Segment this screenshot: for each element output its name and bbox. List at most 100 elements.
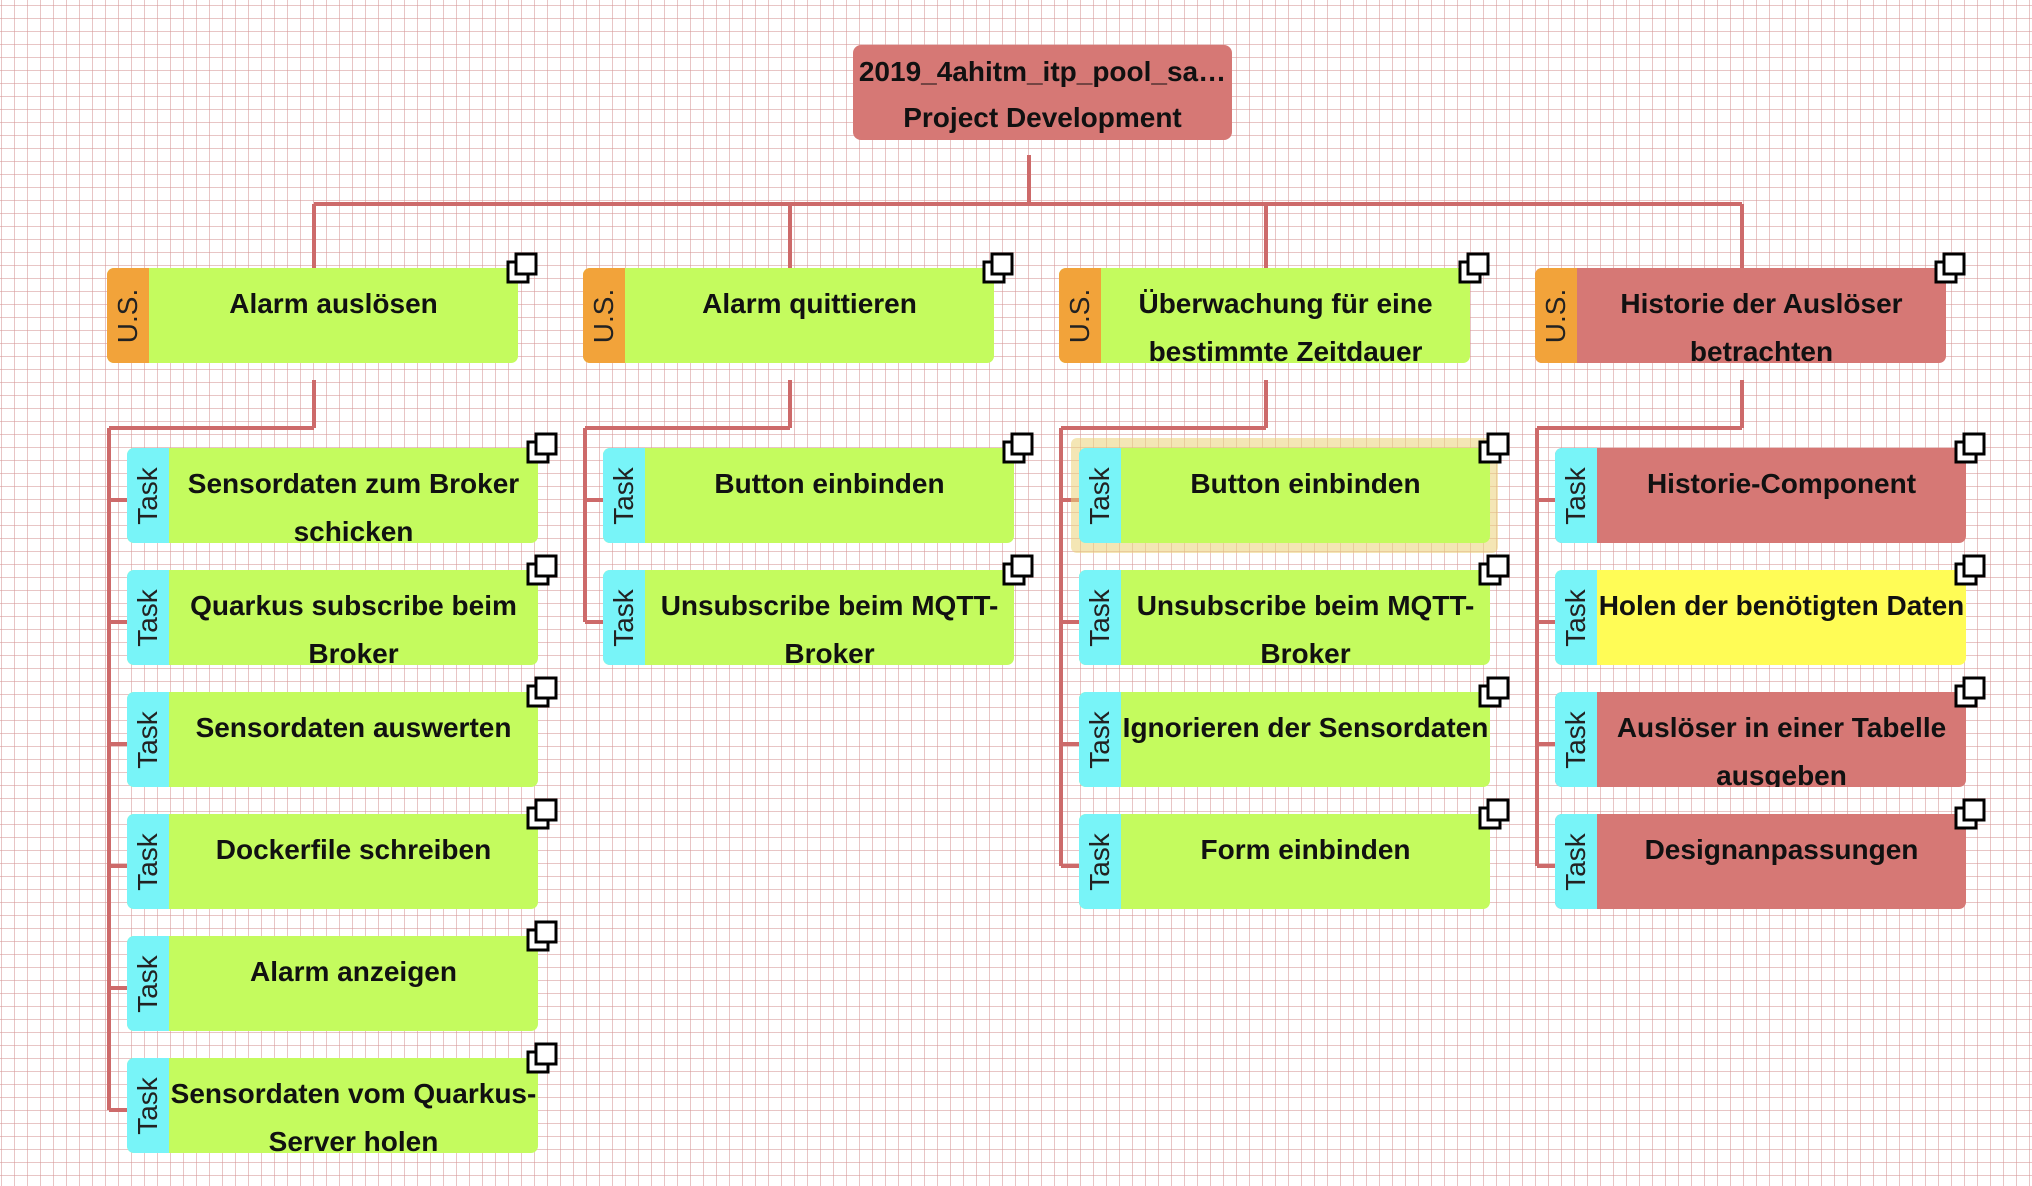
task-4-4-tag: Task: [1555, 814, 1597, 909]
user-story-1-title: Alarm auslösen: [229, 288, 438, 319]
root-node[interactable]: 2019_4ahitm_itp_pool_sa… Project Develop…: [853, 45, 1232, 140]
expand-icon[interactable]: [526, 920, 558, 952]
expand-icon[interactable]: [1002, 554, 1034, 586]
expand-icon[interactable]: [1458, 252, 1490, 284]
task-1-3-tag: Task: [127, 692, 169, 787]
expand-icon[interactable]: [1934, 252, 1966, 284]
task-4-3[interactable]: Task Auslöser in einer Tabelle ausgeben: [1555, 692, 1966, 787]
task-4-3-title: Auslöser in einer Tabelle ausgeben: [1616, 712, 1947, 787]
user-story-2[interactable]: U.S. Alarm quittieren: [583, 268, 994, 363]
task-3-4-tag: Task: [1079, 814, 1121, 909]
task-4-4-title: Designanpassungen: [1644, 834, 1919, 865]
user-story-4[interactable]: U.S. Historie der Auslöser betrachten: [1535, 268, 1946, 363]
task-1-3-tag-label: Task: [132, 710, 164, 769]
task-3-4[interactable]: Task Form einbinden: [1079, 814, 1490, 909]
task-1-5-title: Alarm anzeigen: [250, 956, 457, 987]
expand-icon[interactable]: [1002, 432, 1034, 464]
task-1-1[interactable]: Task Sensordaten zum Broker schicken: [127, 448, 538, 543]
task-3-3-tag: Task: [1079, 692, 1121, 787]
user-story-1-tag: U.S.: [107, 268, 149, 363]
task-1-1-title: Sensordaten zum Broker schicken: [187, 468, 520, 543]
task-4-1-tag: Task: [1555, 448, 1597, 543]
task-1-6-tag-label: Task: [132, 1076, 164, 1135]
root-subtitle: Project Development: [903, 102, 1182, 133]
task-1-4-title: Dockerfile schreiben: [215, 834, 492, 865]
task-3-3-tag-label: Task: [1084, 710, 1116, 769]
user-story-4-tag-label: U.S.: [1540, 288, 1571, 343]
user-story-4-tag: U.S.: [1535, 268, 1577, 363]
task-3-2-title: Unsubscribe beim MQTT-Broker: [1136, 590, 1475, 665]
task-2-1-tag: Task: [603, 448, 645, 543]
task-2-2-title: Unsubscribe beim MQTT-Broker: [660, 590, 999, 665]
expand-icon[interactable]: [526, 432, 558, 464]
expand-icon[interactable]: [506, 252, 538, 284]
user-story-2-title: Alarm quittieren: [702, 288, 917, 319]
task-3-1[interactable]: Task Button einbinden: [1079, 448, 1490, 543]
task-4-3-tag: Task: [1555, 692, 1597, 787]
task-1-2[interactable]: Task Quarkus subscribe beim Broker: [127, 570, 538, 665]
task-1-4-tag: Task: [127, 814, 169, 909]
task-3-4-title: Form einbinden: [1200, 834, 1411, 865]
user-story-3[interactable]: U.S. Überwachung für eine bestimmte Zeitd…: [1059, 268, 1470, 363]
expand-icon[interactable]: [982, 252, 1014, 284]
user-story-2-tag-label: U.S.: [588, 288, 619, 343]
task-2-1[interactable]: Task Button einbinden: [603, 448, 1014, 543]
user-story-3-tag-label: U.S.: [1064, 288, 1095, 343]
task-1-1-tag-label: Task: [132, 466, 164, 525]
task-4-1[interactable]: Task Historie-Component: [1555, 448, 1966, 543]
task-3-1-tag: Task: [1079, 448, 1121, 543]
expand-icon[interactable]: [1478, 676, 1510, 708]
task-2-2-tag-label: Task: [608, 588, 640, 647]
expand-icon[interactable]: [1954, 798, 1986, 830]
task-2-1-tag-label: Task: [608, 466, 640, 525]
task-1-2-tag-label: Task: [132, 588, 164, 647]
expand-icon[interactable]: [526, 554, 558, 586]
root-title: 2019_4ahitm_itp_pool_sa…: [858, 56, 1227, 87]
task-4-4[interactable]: Task Designanpassungen: [1555, 814, 1966, 909]
user-story-1-tag-label: U.S.: [112, 288, 143, 343]
task-1-3[interactable]: Task Sensordaten auswerten: [127, 692, 538, 787]
task-3-1-title: Button einbinden: [1190, 468, 1421, 499]
task-4-1-tag-label: Task: [1560, 466, 1592, 525]
task-1-1-tag: Task: [127, 448, 169, 543]
task-1-5[interactable]: Task Alarm anzeigen: [127, 936, 538, 1031]
expand-icon[interactable]: [1478, 432, 1510, 464]
task-3-1-tag-label: Task: [1084, 466, 1116, 525]
task-1-2-title: Quarkus subscribe beim Broker: [190, 590, 517, 665]
task-3-2[interactable]: Task Unsubscribe beim MQTT-Broker: [1079, 570, 1490, 665]
user-story-3-title: Überwachung für eine bestimmte Zeitdauer: [1138, 288, 1433, 363]
expand-icon[interactable]: [526, 798, 558, 830]
task-2-2[interactable]: Task Unsubscribe beim MQTT-Broker: [603, 570, 1014, 665]
task-4-2-tag: Task: [1555, 570, 1597, 665]
task-4-2-title: Holen der benötigten Daten: [1598, 590, 1965, 621]
user-story-4-title: Historie der Auslöser betrachten: [1620, 288, 1903, 363]
task-1-5-tag: Task: [127, 936, 169, 1031]
user-story-3-tag: U.S.: [1059, 268, 1101, 363]
task-1-6-title: Sensordaten vom Quarkus-Server holen: [170, 1078, 537, 1153]
task-1-5-tag-label: Task: [132, 954, 164, 1013]
expand-icon[interactable]: [1954, 432, 1986, 464]
task-2-1-title: Button einbinden: [714, 468, 945, 499]
expand-icon[interactable]: [526, 1042, 558, 1074]
task-4-2-tag-label: Task: [1560, 588, 1592, 647]
task-4-3-tag-label: Task: [1560, 710, 1592, 769]
expand-icon[interactable]: [1954, 554, 1986, 586]
expand-icon[interactable]: [526, 676, 558, 708]
task-3-3-title: Ignorieren der Sensordaten: [1122, 712, 1489, 743]
expand-icon[interactable]: [1478, 554, 1510, 586]
task-3-2-tag: Task: [1079, 570, 1121, 665]
user-story-2-tag: U.S.: [583, 268, 625, 363]
task-1-4[interactable]: Task Dockerfile schreiben: [127, 814, 538, 909]
user-story-1[interactable]: U.S. Alarm auslösen: [107, 268, 518, 363]
task-4-4-tag-label: Task: [1560, 832, 1592, 891]
task-2-2-tag: Task: [603, 570, 645, 665]
task-4-1-title: Historie-Component: [1646, 468, 1917, 499]
task-3-4-tag-label: Task: [1084, 832, 1116, 891]
expand-icon[interactable]: [1478, 798, 1510, 830]
task-1-3-title: Sensordaten auswerten: [195, 712, 512, 743]
task-1-6-tag: Task: [127, 1058, 169, 1153]
expand-icon[interactable]: [1954, 676, 1986, 708]
